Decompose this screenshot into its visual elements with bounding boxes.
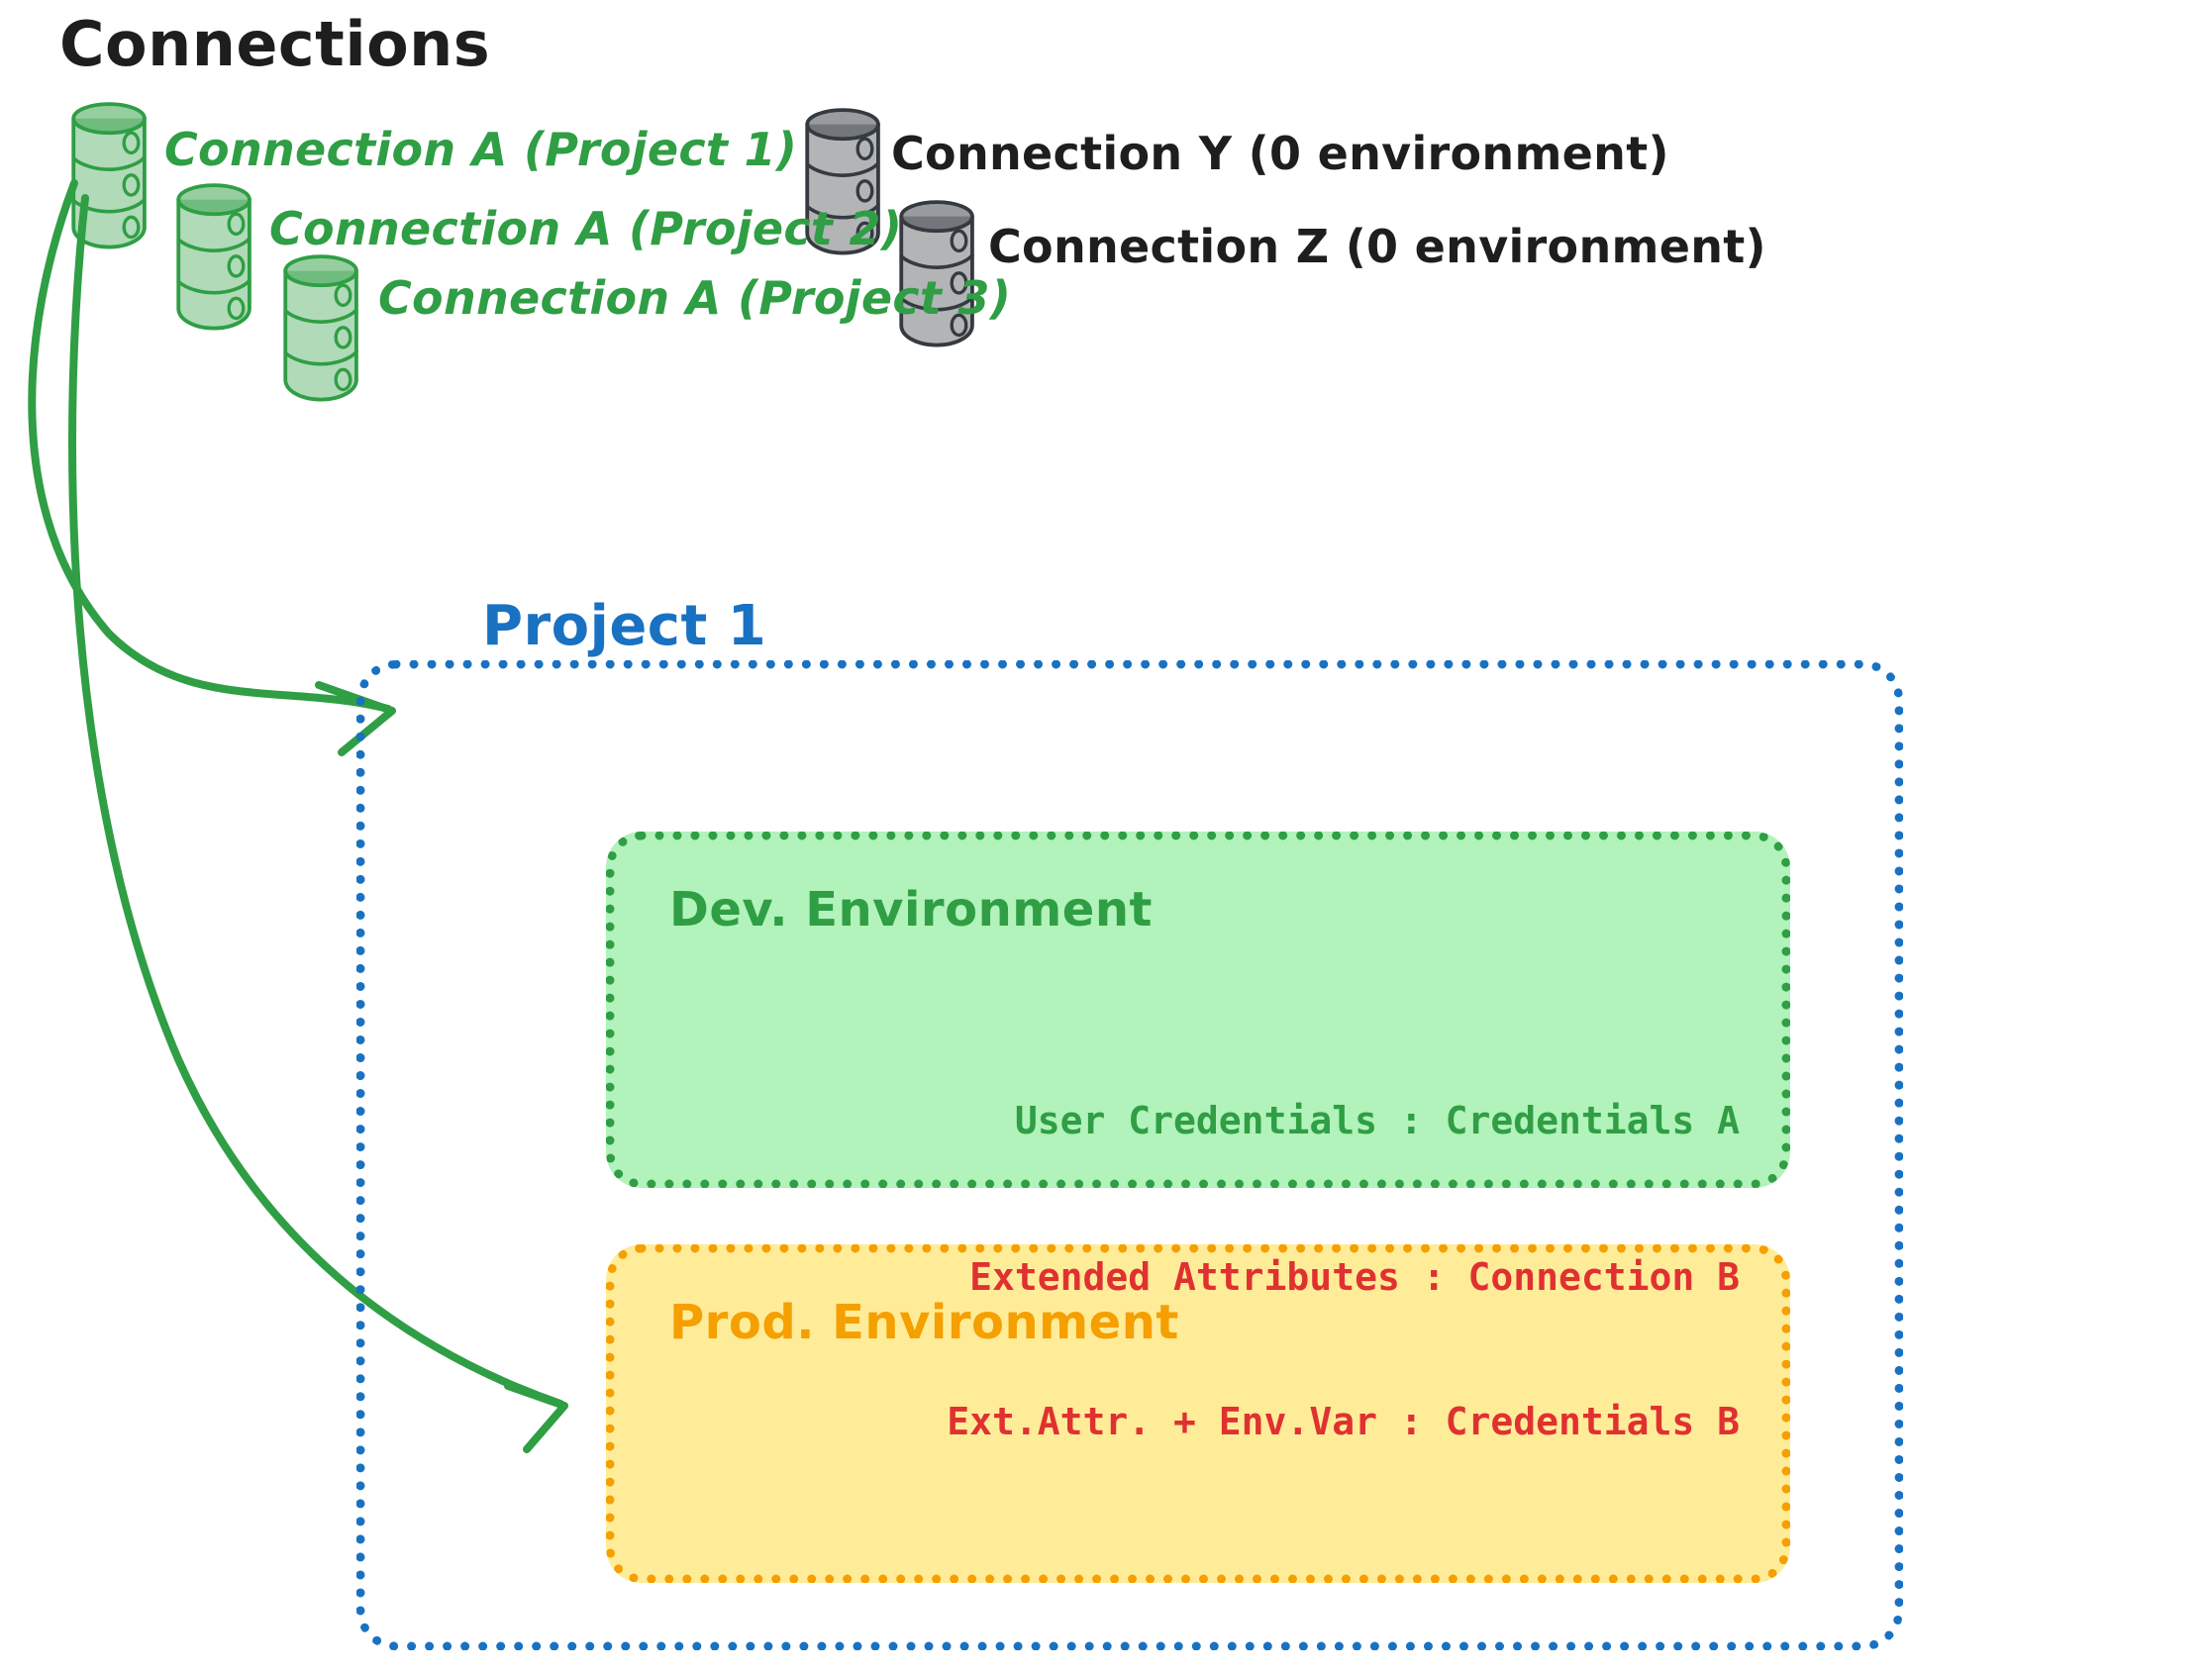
- prod-environment-attributes: Extended Attributes : Connection B Ext.A…: [947, 1157, 1740, 1542]
- connection-label-a-project-2: Connection A (Project 2): [269, 202, 903, 255]
- arrow-to-dev-environment: [28, 179, 396, 756]
- prod-environment-line-2: Ext.Attr. + Env.Var : Credentials B: [947, 1400, 1740, 1444]
- dev-environment-title: Dev. Environment: [669, 882, 1153, 937]
- connection-label-a-project-3: Connection A (Project 3): [378, 271, 1012, 325]
- project-title: Project 1: [482, 594, 767, 658]
- prod-environment-title: Prod. Environment: [669, 1295, 1179, 1350]
- connection-label-a-project-1: Connection A (Project 1): [164, 123, 798, 176]
- connection-label-z: Connection Z (0 environment): [988, 220, 1766, 273]
- database-icon-connection-a-project-2: [176, 183, 251, 331]
- connection-label-y: Connection Y (0 environment): [891, 127, 1669, 180]
- page-title: Connections: [59, 8, 491, 80]
- prod-environment-box: Prod. Environment Extended Attributes : …: [606, 1244, 1790, 1583]
- dev-environment-box: Dev. Environment User Credentials : Cred…: [606, 832, 1790, 1188]
- database-icon-connection-a-project-1: [71, 102, 147, 249]
- prod-environment-line-1: Extended Attributes : Connection B: [969, 1255, 1740, 1300]
- database-icon-connection-a-project-3: [283, 254, 358, 402]
- dev-environment-credentials-line: User Credentials : Credentials A: [1014, 1099, 1740, 1143]
- project-container: [356, 660, 1903, 1650]
